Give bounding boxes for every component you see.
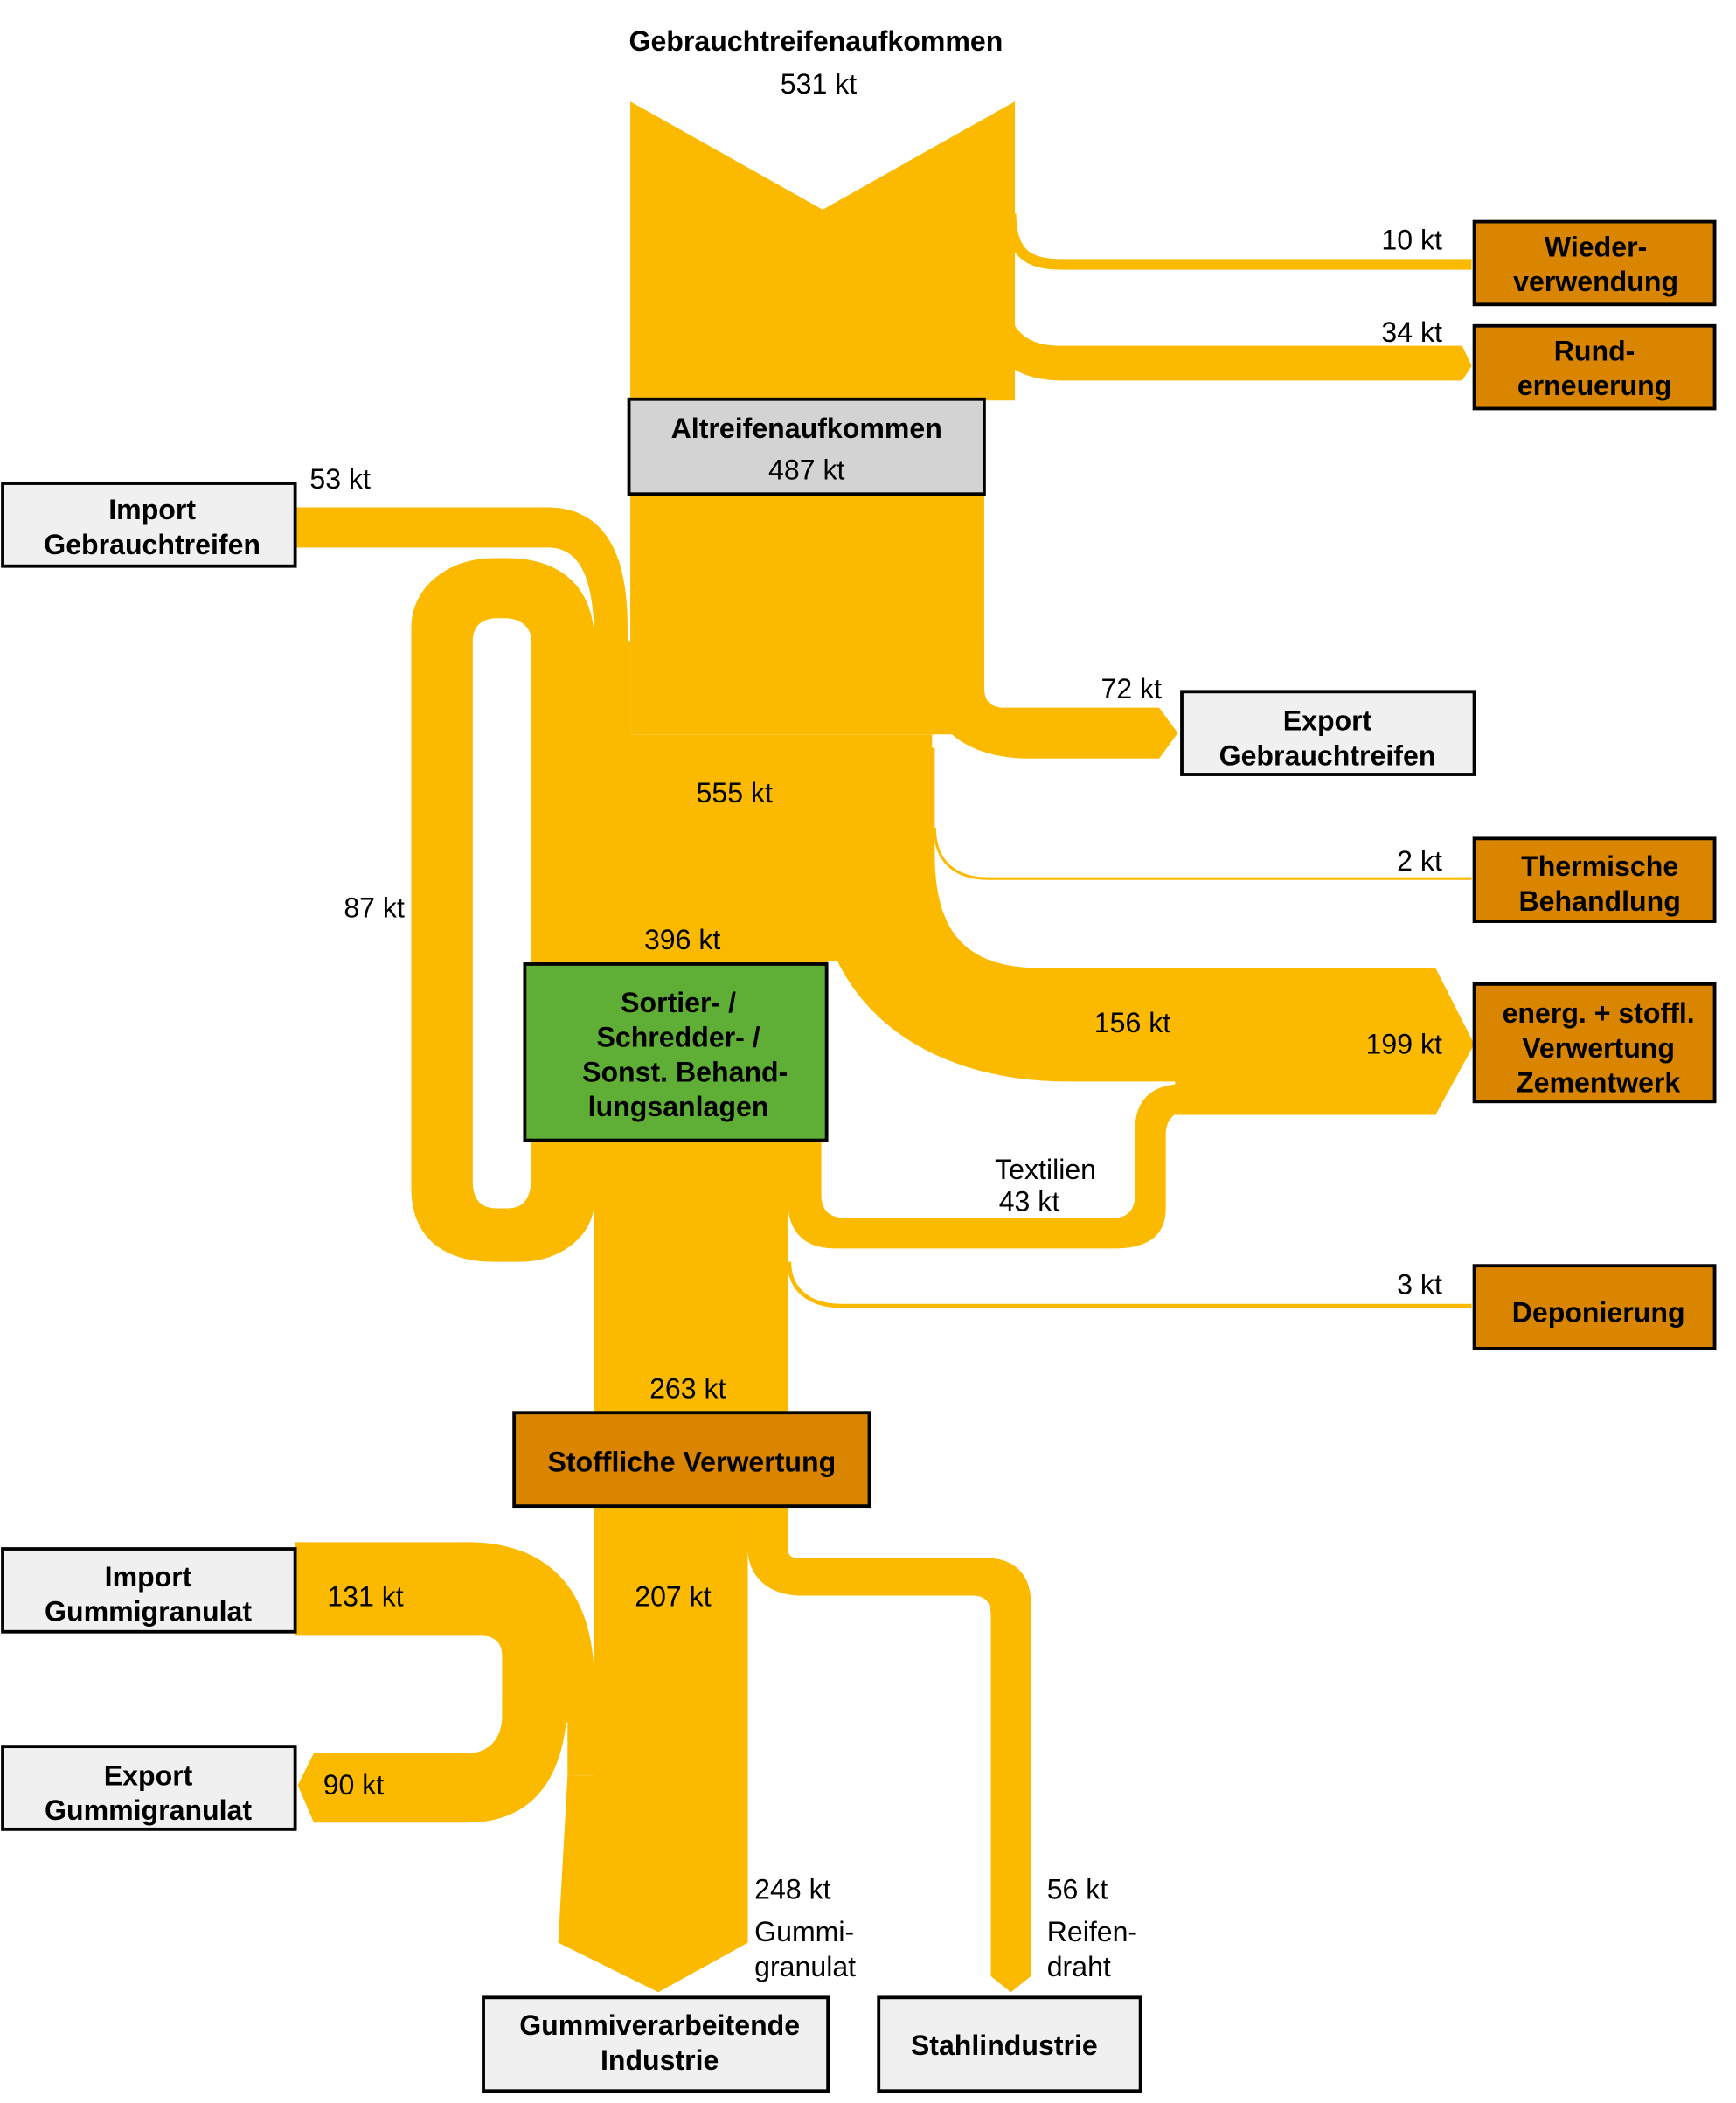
flow-label-import-gebrauchtreifen: 53 kt bbox=[309, 463, 371, 495]
flow-thermische bbox=[933, 828, 1472, 880]
node-label: Import bbox=[108, 494, 196, 525]
flow-label-export-gebrauchtreifen: 72 kt bbox=[1101, 673, 1163, 704]
node-label: lungsanlagen bbox=[588, 1091, 769, 1122]
flow-runderneuerung bbox=[983, 213, 1472, 381]
node-label: Thermische bbox=[1521, 850, 1678, 882]
node-import-gummigranulat[interactable]: Import Gummigranulat bbox=[1, 1547, 297, 1634]
flow-label-reifendraht-name2: draht bbox=[1047, 1951, 1111, 1982]
flow-label-import-gummigranulat: 131 kt bbox=[327, 1581, 403, 1613]
node-label: Gebrauchtreifen bbox=[44, 529, 260, 560]
node-label: Sonst. Behand- bbox=[582, 1056, 788, 1087]
node-thermische-behandlung[interactable]: Thermische Behandlung bbox=[1472, 836, 1717, 923]
node-label: Wieder- bbox=[1545, 231, 1647, 262]
node-label: Schredder- / bbox=[596, 1022, 760, 1053]
node-label: Gebrauchtreifen bbox=[1219, 739, 1436, 771]
flow-label-wiederverwendung: 10 kt bbox=[1381, 225, 1442, 256]
flow-label-export-gummigranulat: 90 kt bbox=[323, 1769, 385, 1801]
flow-label-loop: 87 kt bbox=[344, 892, 405, 923]
flow-label-to-stoffliche: 263 kt bbox=[649, 1372, 726, 1404]
title-name: Gebrauchtreifenaufkommen bbox=[629, 25, 1003, 57]
node-stahlindustrie[interactable]: Stahlindustrie bbox=[877, 1995, 1142, 2093]
flow-label-textilien: 43 kt bbox=[999, 1186, 1060, 1218]
node-deponierung[interactable]: Deponierung bbox=[1472, 1264, 1717, 1350]
node-stoffliche-verwertung[interactable]: Stoffliche Verwertung bbox=[512, 1411, 871, 1509]
flow-deponierung bbox=[787, 1261, 1472, 1308]
flow-label-textilien-name: Textilien bbox=[995, 1154, 1096, 1185]
node-label: Rund- bbox=[1554, 335, 1635, 366]
node-altreifenaufkommen[interactable]: Altreifenaufkommen 487 kt bbox=[627, 397, 986, 496]
flow-textilien bbox=[788, 1084, 1202, 1249]
flow-label-gummigranulat-total: 248 kt bbox=[754, 1873, 830, 1905]
node-runderneuerung[interactable]: Rund- erneuerung bbox=[1472, 323, 1717, 411]
node-import-gebrauchtreifen[interactable]: Import Gebrauchtreifen bbox=[1, 482, 297, 568]
node-label: Gummigranulat bbox=[45, 1794, 252, 1826]
flow-zement-156 bbox=[816, 747, 1475, 1115]
node-label: erneuerung bbox=[1517, 370, 1671, 401]
node-export-gebrauchtreifen[interactable]: Export Gebrauchtreifen bbox=[1180, 690, 1476, 776]
flow-label-runderneuerung: 34 kt bbox=[1381, 316, 1442, 348]
node-gummiverarbeitende-industrie[interactable]: Gummiverarbeitende Industrie bbox=[482, 1995, 830, 2093]
flow-altreifen-trunk bbox=[630, 480, 984, 735]
flows bbox=[295, 101, 1475, 1993]
flow-label-reifendraht-name1: Reifen- bbox=[1047, 1916, 1137, 1947]
node-label: Export bbox=[104, 1759, 193, 1791]
node-label: Behandlung bbox=[1519, 885, 1681, 917]
node-label: Export bbox=[1283, 705, 1372, 737]
node-label: Stahlindustrie bbox=[911, 2030, 1098, 2061]
flow-label-combined: 555 kt bbox=[697, 777, 773, 809]
flow-label-zement-156: 156 kt bbox=[1094, 1007, 1170, 1038]
flow-wiederverwendung bbox=[1005, 213, 1472, 270]
flow-gummigranulat-248 bbox=[558, 1735, 748, 1993]
node-label: Verwertung bbox=[1522, 1032, 1675, 1064]
node-label: Gummigranulat bbox=[45, 1596, 252, 1628]
node-value: 487 kt bbox=[768, 454, 844, 485]
flow-gebrauchtreifen-source bbox=[630, 101, 1016, 401]
flow-to-stoffliche bbox=[594, 1135, 788, 1416]
flow-label-reifendraht: 56 kt bbox=[1047, 1873, 1108, 1905]
node-label: Import bbox=[105, 1561, 192, 1593]
node-label: Zementwerk bbox=[1517, 1067, 1680, 1099]
node-label: Industrie bbox=[601, 2044, 719, 2076]
flow-export-gebrauchtreifen bbox=[932, 641, 1178, 759]
flow-label-gummigranulat-name2: granulat bbox=[754, 1951, 856, 1982]
node-wiederverwendung[interactable]: Wieder- verwendung bbox=[1472, 219, 1717, 307]
node-sortier-schredder[interactable]: Sortier- / Schredder- / Sonst. Behand- l… bbox=[523, 962, 829, 1142]
flow-label-zement-total: 199 kt bbox=[1366, 1028, 1442, 1059]
node-label: Deponierung bbox=[1512, 1296, 1685, 1328]
flow-label-gummigranulat-name1: Gummi- bbox=[754, 1916, 854, 1947]
node-label: Gummiverarbeitende bbox=[519, 2009, 800, 2041]
node-label: Sortier- / bbox=[621, 987, 736, 1018]
node-label: verwendung bbox=[1513, 266, 1678, 297]
node-export-gummigranulat[interactable]: Export Gummigranulat bbox=[1, 1745, 297, 1831]
flow-export-gummigranulat bbox=[297, 1696, 568, 1823]
flow-label-stoffliche-granulat: 207 kt bbox=[635, 1581, 711, 1613]
node-label: energ. + stoffl. bbox=[1503, 997, 1695, 1029]
flow-label-deponierung: 3 kt bbox=[1397, 1268, 1442, 1300]
node-label: Altreifenaufkommen bbox=[671, 413, 942, 444]
flow-label-to-sortier: 396 kt bbox=[644, 924, 720, 955]
flow-reifendraht bbox=[747, 1502, 1031, 1993]
node-zementwerk[interactable]: energ. + stoffl. Verwertung Zementwerk bbox=[1472, 982, 1717, 1104]
title-value: 531 kt bbox=[781, 68, 857, 100]
node-label: Stoffliche Verwertung bbox=[547, 1446, 836, 1477]
flow-label-thermische: 2 kt bbox=[1397, 845, 1442, 877]
